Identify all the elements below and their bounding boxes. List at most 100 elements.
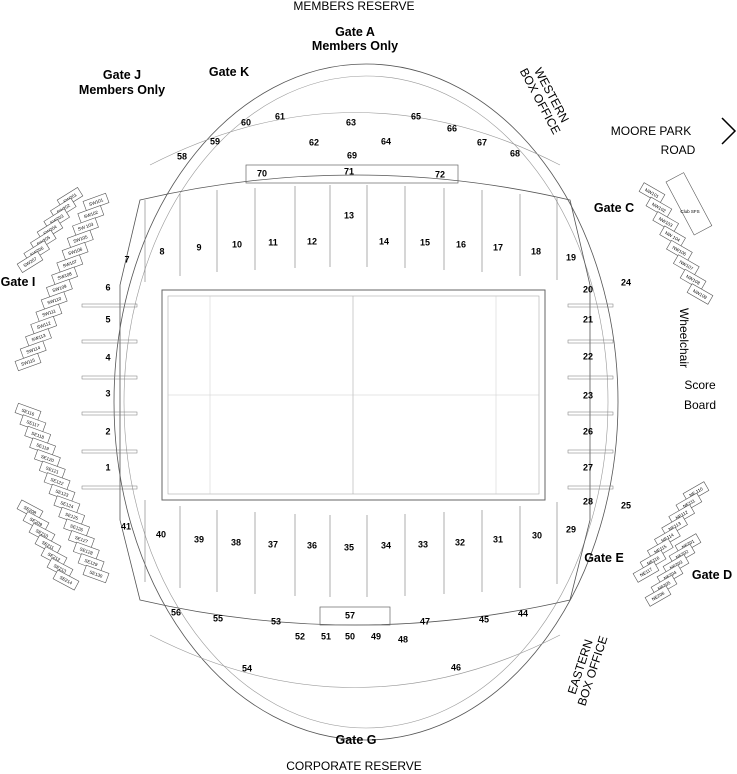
section-16[interactable]: 16	[456, 239, 466, 249]
section-label: 5	[105, 314, 110, 324]
section-6[interactable]: 6	[105, 282, 110, 292]
section-5[interactable]: 5	[105, 314, 110, 324]
box-label: SW114	[26, 345, 42, 355]
box-outline	[652, 211, 680, 233]
section-37[interactable]: 37	[268, 539, 278, 549]
section-7[interactable]: 7	[124, 254, 129, 264]
section-29[interactable]: 29	[566, 524, 576, 534]
section-59[interactable]: 59	[210, 136, 220, 146]
section-65[interactable]: 65	[411, 111, 421, 121]
section-70[interactable]: 70	[257, 168, 267, 178]
box-nw103[interactable]: NW103	[652, 211, 680, 233]
box-label: SW109	[52, 283, 68, 293]
section-17[interactable]: 17	[493, 242, 503, 252]
section-31[interactable]: 31	[493, 534, 503, 544]
section-55[interactable]: 55	[213, 613, 223, 623]
section-4[interactable]: 4	[105, 352, 110, 362]
box-nw106[interactable]: NW106	[666, 239, 693, 262]
section-18[interactable]: 18	[531, 246, 541, 256]
section-19[interactable]: 19	[566, 252, 576, 262]
section-58[interactable]: 58	[177, 151, 187, 161]
section-21[interactable]: 21	[583, 314, 593, 324]
section-38[interactable]: 38	[231, 537, 241, 547]
section-33[interactable]: 33	[418, 539, 428, 549]
box-ne206[interactable]: NE206	[644, 585, 672, 607]
section-63[interactable]: 63	[346, 117, 356, 127]
section-32[interactable]: 32	[455, 537, 465, 547]
box-outline	[686, 283, 714, 305]
section-label: 36	[307, 540, 317, 550]
section-39[interactable]: 39	[194, 534, 204, 544]
top-concourse	[245, 164, 459, 184]
section-50[interactable]: 50	[345, 631, 355, 641]
lower-bowl	[119, 174, 591, 626]
section-36[interactable]: 36	[307, 540, 317, 550]
section-56[interactable]: 56	[171, 607, 181, 617]
section-22[interactable]: 22	[583, 351, 593, 361]
section-28[interactable]: 28	[583, 496, 593, 506]
section-label: 13	[344, 210, 354, 220]
box-se130[interactable]: SE130	[82, 564, 110, 584]
section-47[interactable]: 47	[420, 616, 430, 626]
box-se214[interactable]: SE214	[52, 569, 80, 591]
section-49[interactable]: 49	[371, 631, 381, 641]
section-30[interactable]: 30	[532, 530, 542, 540]
section-14[interactable]: 14	[379, 236, 389, 246]
section-15[interactable]: 15	[420, 237, 430, 247]
section-1[interactable]: 1	[105, 462, 110, 472]
box-label: SE127	[74, 535, 89, 544]
section-61[interactable]: 61	[275, 111, 285, 121]
section-44[interactable]: 44	[518, 608, 528, 618]
section-11[interactable]: 11	[268, 237, 278, 247]
section-67[interactable]: 67	[477, 137, 487, 147]
section-13[interactable]: 13	[344, 210, 354, 220]
section-12[interactable]: 12	[307, 236, 317, 246]
section-62[interactable]: 62	[309, 137, 319, 147]
box-nw101[interactable]: NW101	[638, 182, 666, 204]
box-nw104[interactable]: NW 104	[659, 225, 686, 248]
section-48[interactable]: 48	[398, 634, 408, 644]
section-51[interactable]: 51	[321, 631, 331, 641]
box-label: SW111	[41, 308, 56, 318]
box-nw108[interactable]: NW108	[679, 268, 707, 291]
section-57[interactable]: 57	[345, 610, 355, 620]
section-27[interactable]: 27	[583, 462, 593, 472]
section-9[interactable]: 9	[196, 242, 201, 252]
box-outline	[82, 564, 110, 584]
section-3[interactable]: 3	[105, 388, 110, 398]
section-71[interactable]: 71	[344, 166, 354, 176]
section-60[interactable]: 60	[241, 117, 251, 127]
aisle	[567, 303, 614, 308]
section-25[interactable]: 25	[621, 500, 631, 510]
section-10[interactable]: 10	[232, 239, 242, 249]
box-nw107[interactable]: NW107	[672, 254, 700, 276]
section-64[interactable]: 64	[381, 136, 391, 146]
section-20[interactable]: 20	[583, 284, 593, 294]
section-46[interactable]: 46	[451, 662, 461, 672]
section-35[interactable]: 35	[344, 542, 354, 552]
section-23[interactable]: 23	[583, 390, 593, 400]
section-24[interactable]: 24	[621, 277, 631, 287]
section-69[interactable]: 69	[347, 150, 357, 160]
section-40[interactable]: 40	[156, 529, 166, 539]
section-label: 40	[156, 529, 166, 539]
section-66[interactable]: 66	[447, 123, 457, 133]
section-53[interactable]: 53	[271, 616, 281, 626]
box-label: SE214	[59, 575, 74, 586]
section-2[interactable]: 2	[105, 426, 110, 436]
section-41[interactable]: 41	[121, 521, 131, 531]
section-45[interactable]: 45	[479, 614, 489, 624]
section-26[interactable]: 26	[583, 426, 593, 436]
section-34[interactable]: 34	[381, 540, 391, 550]
section-52[interactable]: 52	[295, 631, 305, 641]
section-72[interactable]: 72	[435, 169, 445, 179]
club-sfs-box[interactable]: Club SFS	[665, 172, 713, 236]
section-68[interactable]: 68	[510, 148, 520, 158]
section-54[interactable]: 54	[242, 663, 252, 673]
section-8[interactable]: 8	[159, 246, 164, 256]
box-sw115[interactable]: SW115	[14, 352, 42, 372]
box-sw207[interactable]: SW207	[16, 250, 44, 274]
box-ne117[interactable]: NE117	[632, 561, 660, 583]
box-nw109[interactable]: NW109	[686, 283, 714, 305]
box-nw102[interactable]: NW102	[645, 196, 673, 219]
